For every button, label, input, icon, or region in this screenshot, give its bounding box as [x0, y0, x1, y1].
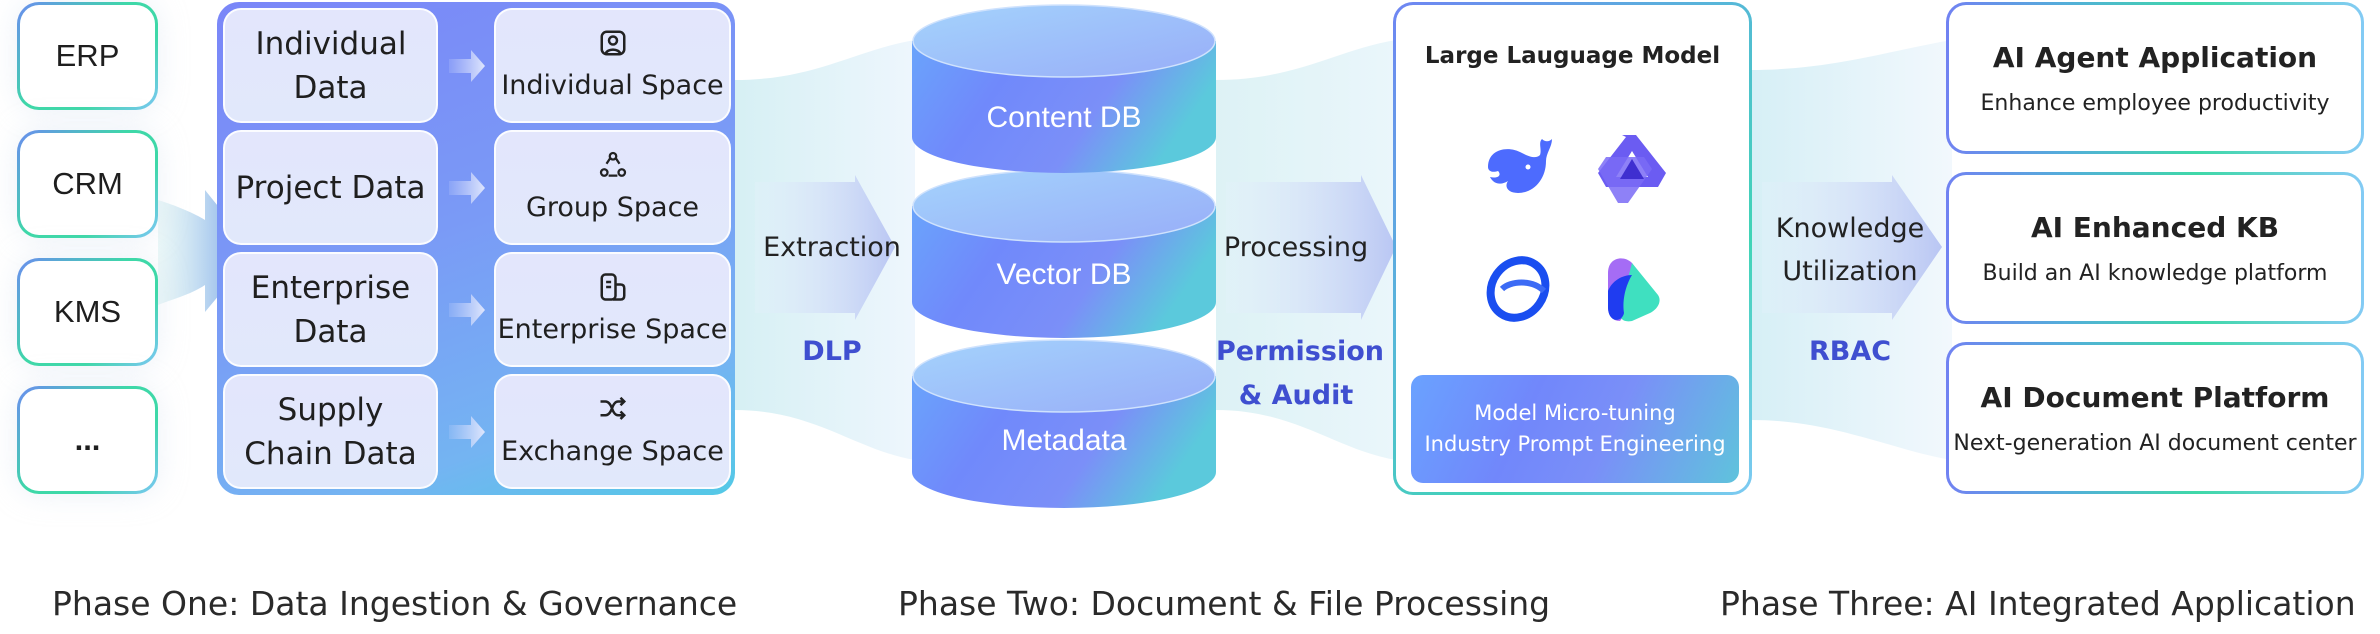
- source-erp[interactable]: ERP: [17, 2, 158, 110]
- control-label-permission: Permission: [1216, 336, 1384, 367]
- flow-label-utilization: Utilization: [1782, 256, 1918, 287]
- user-portrait-icon: [600, 30, 625, 55]
- database-label: Vector DB: [996, 258, 1132, 291]
- source-crm[interactable]: CRM: [17, 130, 158, 238]
- data-card-label: Individual Data: [255, 25, 407, 106]
- flow-label-processing: Processing: [1223, 232, 1369, 263]
- source-kms[interactable]: KMS: [17, 258, 158, 366]
- data-card-enterprise[interactable]: Enterprise Data: [223, 252, 438, 367]
- flow-label-knowledge: Knowledge: [1775, 213, 1925, 244]
- play-shape-logo-icon: [1608, 258, 1660, 322]
- flow-band-processing: [1216, 40, 1396, 460]
- flow-band-sources: [150, 120, 270, 380]
- app-title: AI Document Platform: [1980, 381, 2330, 414]
- space-card-individual[interactable]: Individual Space: [494, 8, 731, 123]
- space-card-label: Group Space: [525, 191, 700, 223]
- data-card-label: Project Data: [235, 169, 426, 206]
- shuffle-icon: [600, 396, 626, 420]
- source-more[interactable]: ...: [17, 386, 158, 494]
- data-card-supply-chain[interactable]: Supply Chain Data: [223, 374, 438, 489]
- database-label: Content DB: [986, 101, 1142, 134]
- space-card-enterprise[interactable]: Enterprise Space: [494, 252, 731, 367]
- arrow-right-icon: [449, 416, 485, 448]
- app-subtitle: Enhance employee productivity: [1980, 91, 2330, 116]
- app-card-kb[interactable]: AI Enhanced KB Build an AI knowledge pla…: [1946, 172, 2364, 324]
- data-card-individual[interactable]: Individual Data: [223, 8, 438, 123]
- flow-band-utilization: [1752, 40, 1952, 460]
- data-card-project[interactable]: Project Data: [223, 130, 438, 245]
- database-content[interactable]: Content DB: [912, 3, 1216, 175]
- space-card-label: Individual Space: [501, 69, 724, 101]
- control-label-audit: & Audit: [1238, 380, 1354, 411]
- database-label: Metadata: [1001, 424, 1127, 457]
- whale-logo-icon: [1488, 139, 1552, 193]
- database-metadata[interactable]: Metadata: [912, 338, 1216, 510]
- app-subtitle: Build an AI knowledge platform: [1982, 261, 2328, 286]
- tuning-line-2: Industry Prompt Engineering: [1424, 432, 1726, 456]
- app-card-document[interactable]: AI Document Platform Next-generation AI …: [1946, 342, 2364, 494]
- llm-box: Large Lauguage Model Model Micro-tuning …: [1393, 2, 1752, 495]
- app-title: AI Agent Application: [1992, 41, 2318, 74]
- data-card-label: Supply Chain Data: [244, 391, 417, 472]
- hexagram-logo-icon: [1598, 135, 1666, 203]
- arrow-right-icon: [449, 50, 485, 82]
- space-card-label: Enterprise Space: [497, 313, 728, 345]
- space-card-exchange[interactable]: Exchange Space: [494, 374, 731, 489]
- app-title: AI Enhanced KB: [2030, 211, 2280, 244]
- arrow-right-icon: [449, 172, 485, 204]
- building-icon: [600, 272, 625, 301]
- phase-three-label: Phase Three: AI Integrated Application: [1720, 584, 2356, 623]
- llm-title: Large Lauguage Model: [1424, 43, 1721, 69]
- tuning-box[interactable]: Model Micro-tuning Industry Prompt Engin…: [1411, 375, 1739, 483]
- ring-logo-icon: [1486, 256, 1550, 322]
- phase-one-label: Phase One: Data Ingestion & Governance: [52, 584, 738, 623]
- phase-two-label: Phase Two: Document & File Processing: [898, 584, 1551, 623]
- control-label-rbac: RBAC: [1808, 336, 1892, 367]
- group-nodes-icon: [599, 151, 626, 177]
- data-card-label: Enterprise Data: [250, 269, 411, 350]
- flow-label-extraction: Extraction: [763, 232, 901, 263]
- flow-band-extraction: [735, 40, 915, 460]
- control-label-dlp: DLP: [802, 336, 862, 367]
- space-card-label: Exchange Space: [501, 435, 724, 467]
- database-vector[interactable]: Vector DB: [912, 168, 1216, 340]
- arrow-right-icon: [449, 294, 485, 326]
- app-card-agent[interactable]: AI Agent Application Enhance employee pr…: [1946, 2, 2364, 154]
- tuning-line-1: Model Micro-tuning: [1474, 401, 1676, 425]
- app-subtitle: Next-generation AI document center: [1953, 431, 2357, 456]
- governance-panel: Individual Data Individual Space Project…: [217, 2, 735, 495]
- space-card-group[interactable]: Group Space: [494, 130, 731, 245]
